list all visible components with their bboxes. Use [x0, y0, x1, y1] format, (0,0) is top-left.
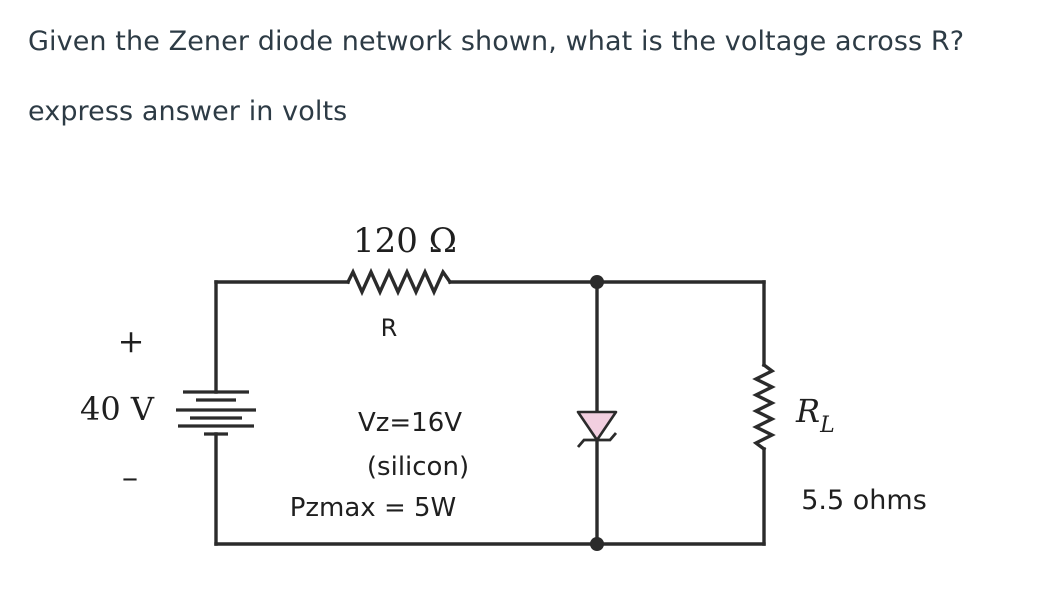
- load-resistor-letter: R: [795, 392, 820, 430]
- load-resistance-label: 5.5 ohms: [801, 485, 927, 516]
- load-resistor-subscript: L: [819, 413, 835, 438]
- series-resistance-label: 120 Ω: [353, 221, 457, 261]
- answer-instruction: express answer in volts: [28, 96, 348, 127]
- series-resistor-name: R: [381, 314, 398, 342]
- zener-voltage-label: Vz=16V: [358, 408, 462, 438]
- source-plus-sign: +: [118, 322, 145, 360]
- load-resistor-name: RL: [795, 392, 835, 438]
- zener-power-label: Pzmax = 5W: [290, 493, 457, 523]
- source-minus-sign: –: [122, 458, 138, 496]
- series-resistor: [345, 267, 453, 297]
- battery-symbol: [176, 390, 256, 436]
- junction-dot-top: [590, 275, 604, 289]
- question-text: Given the Zener diode network shown, wha…: [28, 26, 965, 57]
- junction-dot-bottom: [590, 537, 604, 551]
- load-resistor: [752, 362, 776, 452]
- zener-diode-symbol: [576, 410, 618, 448]
- source-voltage-label: 40 V: [80, 390, 155, 428]
- zener-material-label: (silicon): [367, 452, 469, 482]
